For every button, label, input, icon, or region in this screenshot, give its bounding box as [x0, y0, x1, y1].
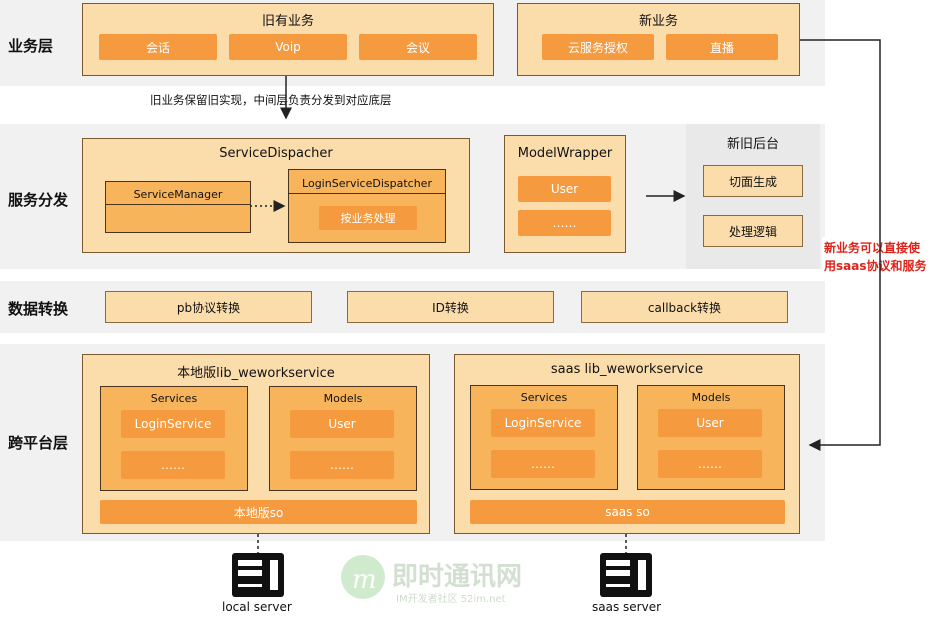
- new-business-title: 新业务: [638, 14, 678, 29]
- side-note: 新业务可以直接使 用saas协议和服务: [822, 237, 929, 277]
- layer-label-business: 业务层: [8, 37, 54, 55]
- backend-item-aspect: 切面生成: [703, 165, 803, 197]
- local-models-more: ……: [290, 451, 394, 479]
- local-services-title: Services: [150, 392, 198, 405]
- saas-so: saas so: [470, 500, 785, 524]
- saas-services-more: ……: [491, 450, 595, 478]
- convert-item-callback: callback转换: [581, 291, 788, 323]
- local-models-user: User: [290, 410, 394, 438]
- service-manager-title: ServiceManager: [133, 188, 223, 201]
- backend-title: 新旧后台: [726, 137, 779, 152]
- saas-lib-title: saas lib_weworkservice: [550, 362, 704, 377]
- saas-services-box: Services LoginService ……: [470, 385, 618, 490]
- saas-models-more: ……: [658, 450, 762, 478]
- legacy-business-box: 旧有业务 会话 Voip 会议: [82, 3, 494, 76]
- legacy-item-session: 会话: [99, 34, 217, 60]
- saas-lib-box: saas lib_weworkservice Services LoginSer…: [454, 354, 800, 534]
- login-business-handle: 按业务处理: [319, 206, 417, 230]
- local-services-more: ……: [121, 451, 225, 479]
- layer-label-cross-platform: 跨平台层: [8, 434, 69, 452]
- watermark-sub: IM开发者社区 52im.net: [396, 594, 506, 605]
- saas-models-user: User: [658, 409, 762, 437]
- login-dispatcher-divider: [289, 193, 445, 194]
- new-item-cloud-auth: 云服务授权: [542, 34, 654, 60]
- local-lib-box: 本地版lib_weworkservice Services LoginServi…: [82, 354, 430, 534]
- business-note: 旧业务保留旧实现，中间层负责分发到对应底层: [150, 93, 392, 107]
- legacy-item-voip: Voip: [229, 34, 347, 60]
- new-item-live: 直播: [666, 34, 778, 60]
- local-models-box: Models User ……: [269, 386, 417, 491]
- local-server-label: local server: [222, 600, 292, 614]
- local-login-service: LoginService: [121, 410, 225, 438]
- new-business-to-saas-path: [800, 39, 881, 451]
- convert-item-pb: pb协议转换: [105, 291, 312, 323]
- service-dispatcher-box: ServiceDispacher ServiceManager LoginSer…: [82, 138, 470, 253]
- local-lib-title: 本地版lib_weworkservice: [177, 366, 335, 381]
- saas-models-box: Models User ……: [637, 385, 785, 490]
- side-note-line-2: 用saas协议和服务: [824, 259, 927, 273]
- new-business-box: 新业务 云服务授权 直播: [517, 3, 800, 76]
- saas-services-title: Services: [520, 391, 568, 404]
- backend-item-logic: 处理逻辑: [703, 215, 803, 247]
- watermark-main: 即时通讯网: [392, 562, 523, 592]
- local-services-box: Services LoginService ……: [100, 386, 248, 491]
- model-wrapper-user: User: [518, 176, 611, 202]
- model-wrapper-box: ModelWrapper User ……: [504, 135, 626, 253]
- saas-server-label: saas server: [592, 600, 662, 614]
- layer-label-convert: 数据转换: [8, 300, 69, 318]
- service-manager-box: ServiceManager: [105, 181, 251, 233]
- legacy-business-title: 旧有业务: [261, 14, 314, 29]
- svg-text:m: m: [352, 565, 377, 595]
- legacy-item-meeting: 会议: [359, 34, 477, 60]
- login-dispatcher-title: LoginServiceDispatcher: [302, 177, 432, 190]
- model-wrapper-title: ModelWrapper: [517, 146, 613, 161]
- layer-label-dispatch: 服务分发: [8, 191, 69, 209]
- convert-item-id: ID转换: [347, 291, 554, 323]
- watermark-logo-icon: m: [341, 555, 385, 599]
- side-note-line-1: 新业务可以直接使: [824, 241, 921, 255]
- service-manager-divider: [106, 204, 250, 205]
- saas-server-icon: [600, 553, 652, 597]
- service-dispatcher-title: ServiceDispacher: [219, 146, 333, 161]
- local-models-title: Models: [323, 392, 363, 405]
- local-so: 本地版so: [100, 500, 417, 524]
- model-wrapper-more: ……: [518, 210, 611, 236]
- backend-box: 新旧后台 切面生成 处理逻辑: [686, 124, 820, 269]
- saas-login-service: LoginService: [491, 409, 595, 437]
- login-dispatcher-box: LoginServiceDispatcher 按业务处理: [288, 169, 446, 243]
- saas-models-title: Models: [691, 391, 731, 404]
- local-server-icon: [232, 553, 284, 597]
